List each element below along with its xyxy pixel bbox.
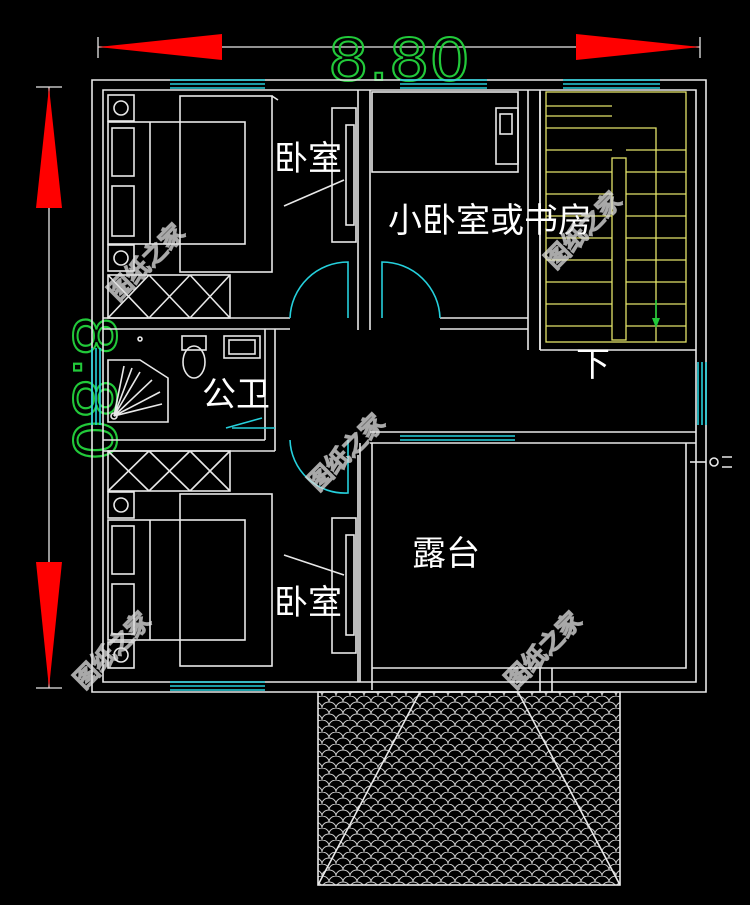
doors [225,261,441,494]
roof-tiles [317,691,621,886]
interior-walls [103,90,696,692]
exterior-walls [91,79,707,693]
room-label-stair-down: 下 [576,345,610,385]
room-label-bedroom-top: 卧室 [274,139,342,179]
stairs [539,91,687,350]
dimension-width: 8.80 [97,25,701,95]
small-bedroom-furniture [371,91,519,173]
dimension-arrow-right [576,34,700,60]
dimension-height-text: 8.80 [60,315,128,461]
dimension-arrow-top [36,87,62,208]
room-label-small-bedroom: 小卧室或书房 [388,201,592,241]
room-label-bathroom: 公卫 [202,375,270,415]
drain-pipe-marker [690,456,732,468]
bedroom-top-furniture [107,94,357,319]
room-label-terrace: 露台 [412,534,480,574]
room-labels: 卧室 小卧室或书房 下 公卫 露台 卧室 [202,139,610,623]
bedroom-bottom-furniture [107,450,357,669]
dimension-arrow-left [98,34,222,60]
room-label-bedroom-bottom: 卧室 [274,583,342,623]
bathroom-fixtures [107,335,261,423]
watermark: 图纸之家 [499,607,587,695]
dimension-height: 8.80 [36,86,129,689]
windows [91,79,707,691]
watermark: 图纸之家 [302,409,390,497]
dimension-arrow-bottom [36,562,62,688]
